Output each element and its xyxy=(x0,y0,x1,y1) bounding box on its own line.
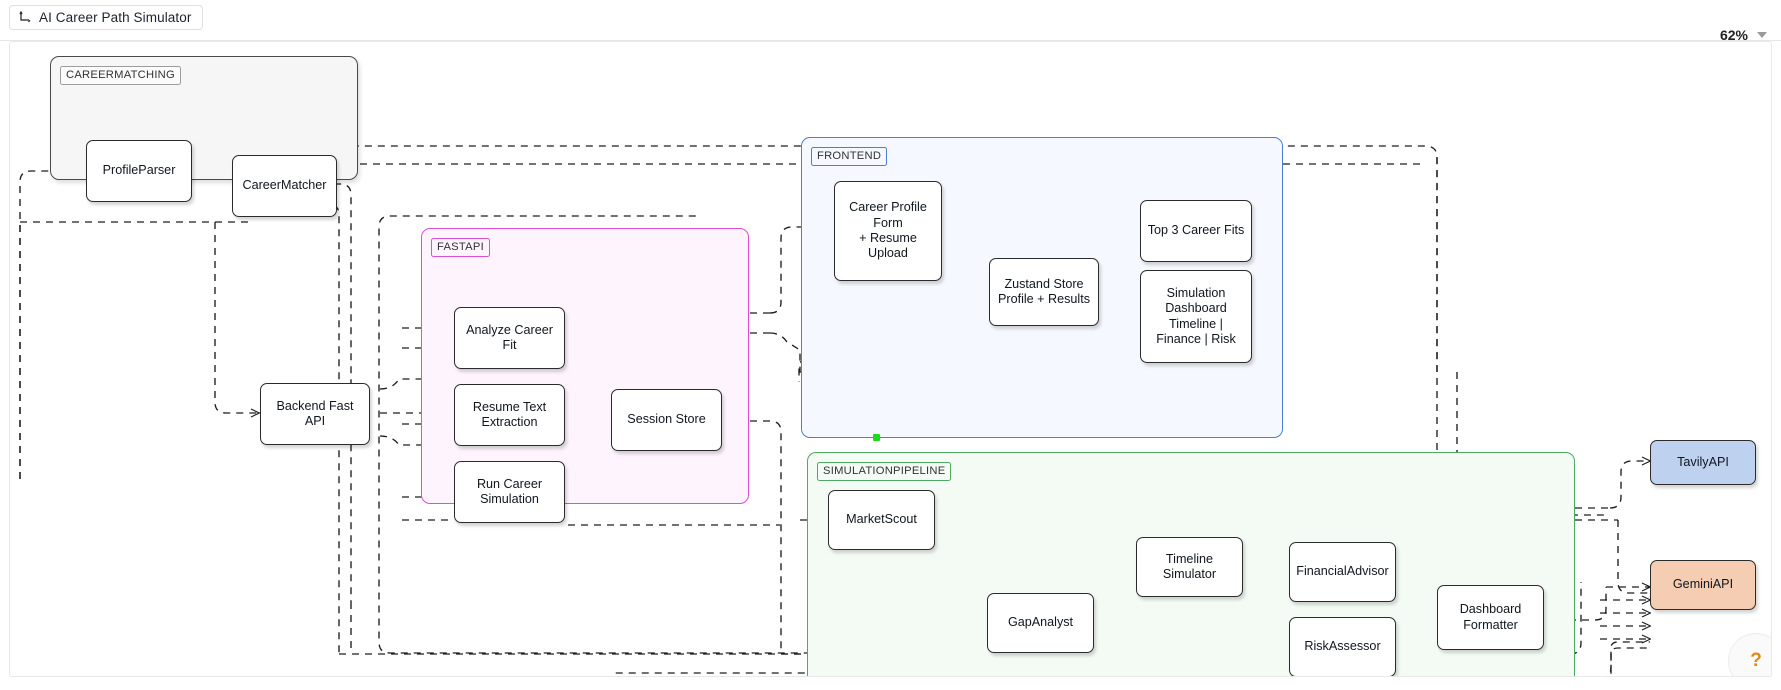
node-careerprofileform[interactable]: Career Profile Form + Resume Upload xyxy=(834,181,942,281)
node-dashboardformatter[interactable]: Dashboard Formatter xyxy=(1437,585,1544,650)
node-top3careerfits[interactable]: Top 3 Career Fits xyxy=(1140,200,1252,262)
node-geminiapi[interactable]: GeminiAPI xyxy=(1650,560,1756,610)
cluster-label-fastapi: FASTAPI xyxy=(431,238,490,257)
node-gapanalyst[interactable]: GapAnalyst xyxy=(987,593,1094,653)
cluster-label-careermatching: CAREERMATCHING xyxy=(60,66,181,85)
node-label-runcareersimulation: Run Career Simulation xyxy=(476,476,543,506)
node-label-financialadvisor: FinancialAdvisor xyxy=(1296,564,1389,579)
node-label-resumetextextraction: Resume Text Extraction xyxy=(472,399,547,429)
node-profileparser[interactable]: ProfileParser xyxy=(86,140,192,202)
node-label-geminiapi: GeminiAPI xyxy=(1672,577,1734,592)
cluster-label-frontend: FRONTEND xyxy=(811,147,888,166)
flowchart-connector-icon xyxy=(19,10,32,24)
node-label-zustandstore: Zustand Store Profile + Results xyxy=(997,276,1091,306)
node-label-simulationdashboard: Simulation Dashboard Timeline | Finance … xyxy=(1156,285,1236,346)
chevron-down-icon[interactable] xyxy=(1757,32,1767,38)
node-label-backendfastapi: Backend Fast API xyxy=(276,398,354,428)
cluster-label-simulationpipeline: SIMULATIONPIPELINE xyxy=(817,462,952,481)
node-resumetextextraction[interactable]: Resume Text Extraction xyxy=(454,384,565,446)
diagram-title-chip[interactable]: AI Career Path Simulator xyxy=(9,5,204,30)
node-runcareersimulation[interactable]: Run Career Simulation xyxy=(454,461,565,523)
node-label-sessionstore: Session Store xyxy=(627,412,706,427)
node-marketscout[interactable]: MarketScout xyxy=(828,490,935,550)
node-analyzecareerfit[interactable]: Analyze Career Fit xyxy=(454,307,565,369)
diagram-canvas[interactable]: CAREERMATCHING FASTAPI FRONTEND SIMULATI… xyxy=(9,41,1772,677)
node-careermatcher[interactable]: CareerMatcher xyxy=(232,155,337,217)
page-title: AI Career Path Simulator xyxy=(39,10,192,25)
node-label-profileparser: ProfileParser xyxy=(102,163,176,178)
node-financialadvisor[interactable]: FinancialAdvisor xyxy=(1289,542,1396,602)
node-label-gapanalyst: GapAnalyst xyxy=(1007,615,1074,630)
diagram-stage: CAREERMATCHING FASTAPI FRONTEND SIMULATI… xyxy=(10,42,1771,676)
node-zustandstore[interactable]: Zustand Store Profile + Results xyxy=(989,258,1099,326)
help-icon: ? xyxy=(1750,650,1762,671)
node-simulationdashboard[interactable]: Simulation Dashboard Timeline | Finance … xyxy=(1140,270,1252,363)
node-label-analyzecareerfit: Analyze Career Fit xyxy=(466,322,553,352)
node-timelinesimulator[interactable]: Timeline Simulator xyxy=(1136,537,1243,597)
node-tavilyapi[interactable]: TavilyAPI xyxy=(1650,440,1756,485)
toolbar: AI Career Path Simulator 62% xyxy=(0,0,1781,43)
node-label-riskassessor: RiskAssessor xyxy=(1304,639,1381,654)
zoom-control[interactable]: 62% xyxy=(1720,27,1767,43)
node-label-top3careerfits: Top 3 Career Fits xyxy=(1147,223,1245,238)
node-label-timelinesimulator: Timeline Simulator xyxy=(1162,551,1217,581)
zoom-level-value: 62% xyxy=(1719,27,1748,43)
node-label-careerprofileform: Career Profile Form + Resume Upload xyxy=(849,200,927,261)
node-sessionstore[interactable]: Session Store xyxy=(611,389,722,451)
node-riskassessor[interactable]: RiskAssessor xyxy=(1289,617,1396,676)
node-label-marketscout: MarketScout xyxy=(846,512,917,527)
node-label-tavilyapi: TavilyAPI xyxy=(1677,454,1729,469)
node-label-careermatcher: CareerMatcher xyxy=(242,178,327,193)
node-backendfastapi[interactable]: Backend Fast API xyxy=(260,383,370,445)
node-label-dashboardformatter: Dashboard Formatter xyxy=(1459,602,1522,632)
cluster-resize-handle[interactable] xyxy=(873,434,880,441)
